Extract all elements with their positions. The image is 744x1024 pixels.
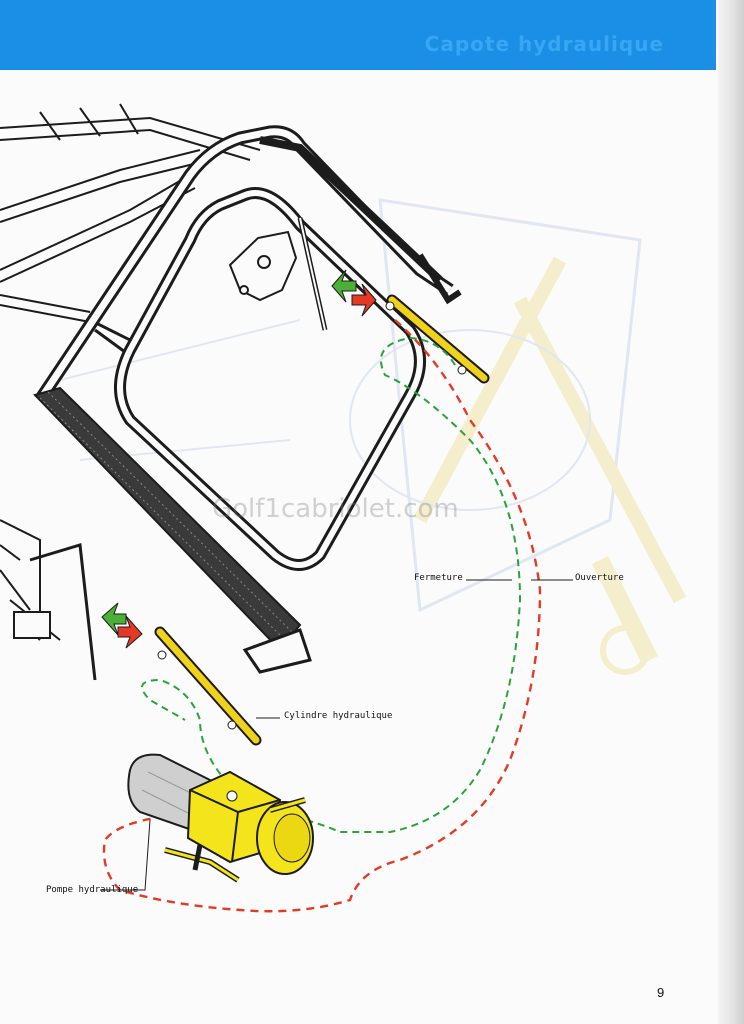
pump-leader-line bbox=[100, 819, 151, 891]
folded-roof-fabric bbox=[33, 386, 312, 674]
pump-label: Pompe hydraulique bbox=[46, 885, 139, 895]
red-arrow-upper bbox=[351, 283, 377, 317]
roof-outer-frame bbox=[34, 125, 454, 404]
bleed-through-figure bbox=[59, 198, 687, 675]
hydraulic-cylinder-upper bbox=[385, 294, 490, 384]
green-arrow-upper bbox=[331, 269, 357, 303]
rear-frame-structure bbox=[0, 103, 261, 681]
page-edge bbox=[718, 0, 744, 1024]
red-arrow-lower bbox=[117, 615, 143, 649]
opening-hydraulic-line bbox=[102, 319, 542, 913]
hydraulic-cylinder-lower bbox=[154, 626, 262, 746]
green-arrow-lower bbox=[101, 602, 127, 636]
header-band: Capote hydraulique bbox=[0, 0, 716, 70]
roof-window-frame bbox=[114, 187, 426, 571]
hydraulic-pump bbox=[127, 753, 314, 883]
closing-hydraulic-line bbox=[141, 336, 522, 833]
header-title: Capote hydraulique bbox=[424, 32, 664, 56]
opening-line-label: Ouverture bbox=[575, 573, 624, 583]
cylinder-label: Cylindre hydraulique bbox=[284, 711, 393, 721]
hinge-bracket-top bbox=[228, 217, 462, 331]
page-number: 9 bbox=[657, 985, 665, 1000]
closing-line-label: Fermeture bbox=[414, 573, 463, 583]
watermark: Golf1cabriolet.com bbox=[212, 494, 459, 524]
